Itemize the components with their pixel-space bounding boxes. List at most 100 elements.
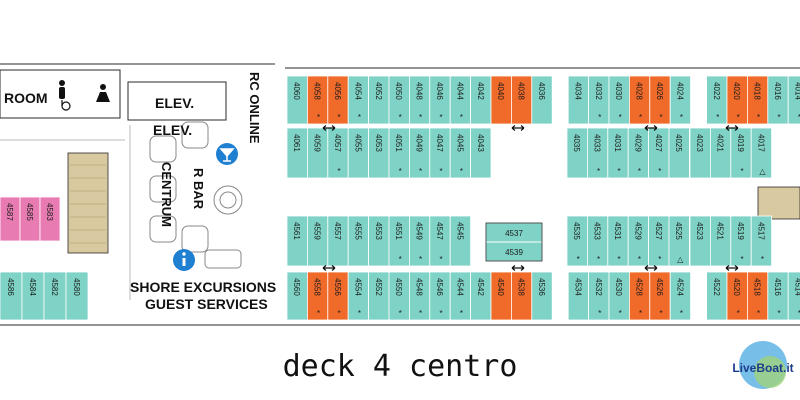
cabin-4032[interactable]: 4032* — [588, 75, 610, 125]
cabin-4517[interactable]: 4517* — [750, 215, 773, 267]
cabin-4519[interactable]: 4519* — [730, 215, 752, 267]
cabin-number: 4532 — [594, 278, 603, 296]
cabin-4542[interactable]: 4542 — [470, 271, 492, 321]
cabin-4521[interactable]: 4521 — [710, 215, 732, 267]
cabin-4025[interactable]: 4025 — [668, 127, 690, 179]
cabin-4552[interactable]: 4552 — [368, 271, 390, 321]
cabin-4533[interactable]: 4533* — [587, 215, 609, 267]
cabin-4546[interactable]: 4546* — [429, 271, 451, 321]
cabin-4556[interactable]: 4556* — [327, 271, 349, 321]
cabin-4527[interactable]: 4527* — [648, 215, 670, 267]
cabin-4538[interactable]: 4538 — [510, 271, 533, 321]
cabin-4560[interactable]: 4560 — [286, 271, 308, 321]
cabin-4030[interactable]: 4030* — [608, 75, 630, 125]
cabin-4017[interactable]: 4017△ — [750, 127, 773, 179]
cabin-4057[interactable]: 4057* — [327, 127, 349, 179]
cabin-4021[interactable]: 4021 — [710, 127, 732, 179]
cabin-4561[interactable]: 4561 — [286, 215, 308, 267]
cabin-4018[interactable]: 4018* — [747, 75, 769, 125]
cabin-number: 4557 — [333, 222, 342, 240]
cabin-4023[interactable]: 4023 — [689, 127, 711, 179]
cabin-4014[interactable]: 4014* — [787, 75, 800, 125]
cabin-4525[interactable]: 4525△ — [668, 215, 690, 267]
cabin-4514[interactable]: 4514* — [787, 271, 800, 321]
cabin-4052[interactable]: 4052 — [368, 75, 390, 125]
cabin-4020[interactable]: 4020* — [726, 75, 748, 125]
cabin-4555[interactable]: 4555 — [347, 215, 370, 267]
cabin-4580[interactable]: 4580 — [65, 271, 89, 321]
cabin-4061[interactable]: 4061 — [286, 127, 308, 179]
cabin-4016[interactable]: 4016* — [767, 75, 789, 125]
cabin-4056[interactable]: 4056* — [327, 75, 349, 125]
cabin-4537[interactable]: 4537 — [485, 222, 543, 243]
cabin-4545[interactable]: 4545 — [449, 215, 472, 267]
cabin-4045[interactable]: 4045* — [449, 127, 472, 179]
cabin-4584[interactable]: 4584 — [21, 271, 45, 321]
cabin-4050[interactable]: 4050* — [388, 75, 410, 125]
cabin-4029[interactable]: 4029* — [627, 127, 650, 179]
cabin-4524[interactable]: 4524* — [669, 271, 692, 321]
cabin-4054[interactable]: 4054* — [347, 75, 370, 125]
cabin-4024[interactable]: 4024* — [669, 75, 692, 125]
cabin-4042[interactable]: 4042 — [470, 75, 492, 125]
cabin-4028[interactable]: 4028* — [629, 75, 651, 125]
cabin-4019[interactable]: 4019* — [730, 127, 752, 179]
cabin-4034[interactable]: 4034 — [567, 75, 590, 125]
cabin-4586[interactable]: 4586 — [0, 271, 23, 321]
cabin-4526[interactable]: 4526* — [649, 271, 671, 321]
cabin-4551[interactable]: 4551* — [388, 215, 410, 267]
cabin-4026[interactable]: 4026* — [649, 75, 671, 125]
cabin-number: 4585 — [25, 203, 34, 221]
cabin-4583[interactable]: 4583 — [39, 196, 61, 242]
cabin-4553[interactable]: 4553 — [368, 215, 390, 267]
cabin-4048[interactable]: 4048* — [408, 75, 431, 125]
cabin-4053[interactable]: 4053 — [368, 127, 390, 179]
cabin-4532[interactable]: 4532* — [588, 271, 610, 321]
cabin-4031[interactable]: 4031* — [607, 127, 629, 179]
cabin-4055[interactable]: 4055 — [347, 127, 370, 179]
cabin-4547[interactable]: 4547* — [429, 215, 451, 267]
cabin-4033[interactable]: 4033* — [587, 127, 609, 179]
cabin-4040[interactable]: 4040 — [490, 75, 512, 125]
cabin-4535[interactable]: 4535* — [566, 215, 588, 267]
cabin-4038[interactable]: 4038 — [510, 75, 533, 125]
cabin-4534[interactable]: 4534 — [567, 271, 590, 321]
cabin-4518[interactable]: 4518* — [747, 271, 769, 321]
cabin-4558[interactable]: 4558* — [306, 271, 329, 321]
cabin-4036[interactable]: 4036 — [531, 75, 553, 125]
cabin-4058[interactable]: 4058* — [306, 75, 329, 125]
cabin-4529[interactable]: 4529* — [627, 215, 650, 267]
cabin-4043[interactable]: 4043 — [470, 127, 492, 179]
cabin-4585[interactable]: 4585 — [19, 196, 41, 242]
cabin-4051[interactable]: 4051* — [388, 127, 410, 179]
cabin-4548[interactable]: 4548* — [408, 271, 431, 321]
cabin-4549[interactable]: 4549* — [408, 215, 431, 267]
cabin-4523[interactable]: 4523 — [689, 215, 711, 267]
cabin-4557[interactable]: 4557 — [327, 215, 349, 267]
cabin-4516[interactable]: 4516* — [767, 271, 789, 321]
cabin-4027[interactable]: 4027* — [648, 127, 670, 179]
cabin-4044[interactable]: 4044* — [449, 75, 472, 125]
cabin-4544[interactable]: 4544* — [449, 271, 472, 321]
cabin-4554[interactable]: 4554* — [347, 271, 370, 321]
cabin-4046[interactable]: 4046* — [429, 75, 451, 125]
cabin-4049[interactable]: 4049* — [408, 127, 431, 179]
cabin-4559[interactable]: 4559 — [306, 215, 329, 267]
cabin-4059[interactable]: 4059 — [306, 127, 329, 179]
cabin-4060[interactable]: 4060 — [286, 75, 308, 125]
cabin-4047[interactable]: 4047* — [429, 127, 451, 179]
cabin-4530[interactable]: 4530* — [608, 271, 630, 321]
cabin-4520[interactable]: 4520* — [726, 271, 748, 321]
cabin-4536[interactable]: 4536 — [531, 271, 553, 321]
cabin-number: 4533 — [593, 222, 602, 240]
cabin-4550[interactable]: 4550* — [388, 271, 410, 321]
cabin-4540[interactable]: 4540 — [490, 271, 512, 321]
cabin-4528[interactable]: 4528* — [629, 271, 651, 321]
cabin-4522[interactable]: 4522 — [706, 271, 728, 321]
cabin-4531[interactable]: 4531* — [607, 215, 629, 267]
cabin-4587[interactable]: 4587 — [0, 196, 21, 242]
cabin-4539[interactable]: 4539 — [485, 241, 543, 262]
cabin-4022[interactable]: 4022* — [706, 75, 728, 125]
cabin-4582[interactable]: 4582 — [43, 271, 67, 321]
cabin-4035[interactable]: 4035 — [566, 127, 588, 179]
